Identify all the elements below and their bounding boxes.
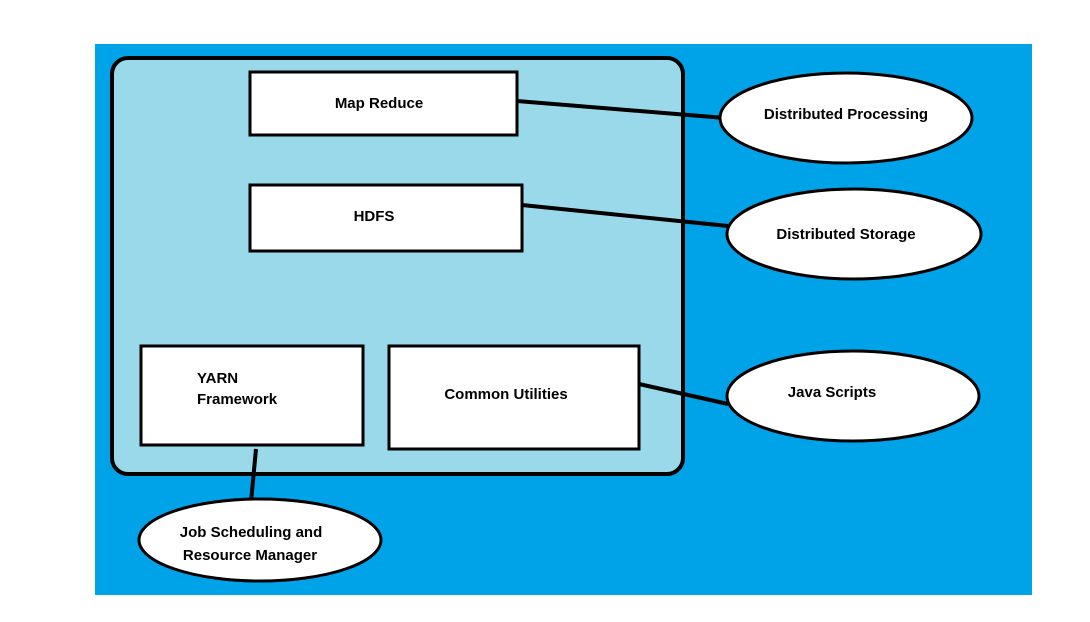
diagram-canvas: Map Reduce HDFS YARN Framework Common Ut… — [95, 44, 1032, 595]
map-reduce-box — [248, 70, 519, 137]
distributed-storage-ellipse — [725, 187, 983, 281]
distributed-storage-label: Distributed Storage — [776, 226, 915, 243]
job-scheduling-ellipse — [137, 497, 383, 583]
yarn-label: YARN — [197, 370, 238, 387]
hdfs-box — [248, 183, 524, 253]
connector-common-utilities-java-scripts — [638, 382, 729, 406]
java-scripts-ellipse — [725, 349, 981, 443]
common-utilities-box — [387, 344, 641, 451]
hdfs-label: HDFS — [354, 208, 395, 225]
framework-label: Framework — [197, 391, 278, 408]
connector-yarn-job-scheduling — [249, 448, 258, 503]
map-reduce-label: Map Reduce — [335, 95, 423, 112]
distributed-processing-label: Distributed Processing — [764, 106, 928, 123]
architecture-diagram: Map Reduce HDFS YARN Framework Common Ut… — [95, 44, 1032, 595]
yarn-framework-box — [139, 344, 365, 447]
common-utilities-label: Common Utilities — [444, 386, 567, 403]
distributed-processing-ellipse — [718, 71, 974, 165]
java-scripts-label: Java Scripts — [788, 384, 876, 401]
job-scheduling-label-line2: Resource Manager — [183, 547, 317, 564]
job-scheduling-label-line1: Job Scheduling and — [180, 524, 323, 541]
connector-hdfs-distributed-storage — [521, 203, 729, 228]
connector-mapreduce-distributed-processing — [516, 99, 726, 120]
